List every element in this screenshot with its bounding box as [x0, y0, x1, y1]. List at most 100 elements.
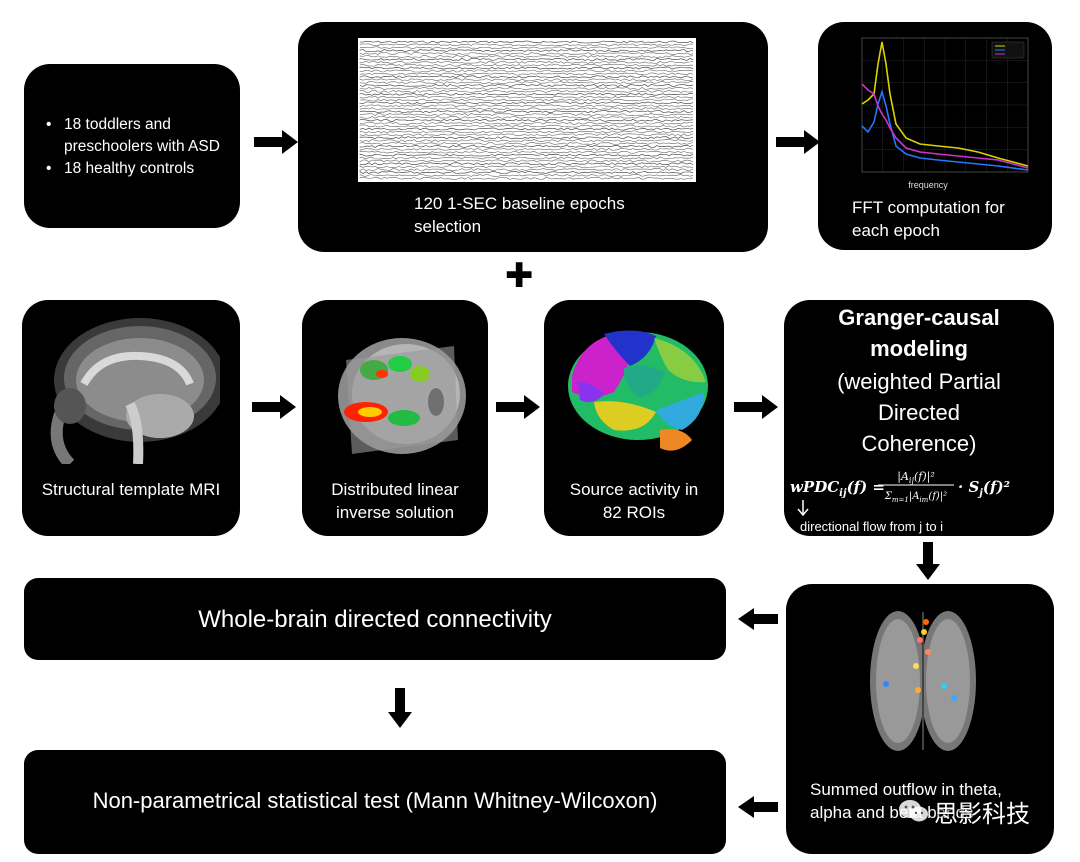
cohort-item-controls: 18 healthy controls	[38, 158, 238, 180]
eeg-trace	[359, 66, 694, 70]
fft-series-blue	[861, 89, 1029, 171]
arrow-right-icon	[734, 395, 778, 419]
eeg-trace	[359, 171, 694, 174]
plus-icon: ✚	[505, 257, 534, 295]
eeg-trace	[359, 52, 694, 56]
arrow-left-icon	[738, 608, 778, 630]
fft-box: frequency FFT computation for each epoch	[818, 22, 1052, 250]
cohort-item-asd: 18 toddlers and preschoolers with ASD	[38, 114, 238, 158]
eeg-trace	[359, 69, 694, 73]
eeg-trace	[359, 101, 694, 105]
cohort-list: 18 toddlers and preschoolers with ASD 18…	[38, 114, 238, 180]
eeg-trace	[359, 40, 694, 44]
eeg-trace	[359, 60, 694, 64]
eeg-trace	[359, 110, 694, 114]
eeg-trace	[359, 159, 694, 163]
directional-flow-note: directional flow from j to i	[800, 519, 944, 534]
stats-box: Non-parametrical statistical test (Mann …	[24, 750, 726, 854]
eeg-trace	[359, 86, 694, 90]
cohort-box: 18 toddlers and preschoolers with ASD 18…	[24, 64, 240, 228]
eeg-trace	[359, 130, 694, 134]
wechat-watermark: 思影科技	[898, 793, 1030, 829]
eeg-trace	[359, 78, 694, 82]
eeg-trace	[359, 173, 694, 177]
wechat-logo-icon	[899, 800, 928, 822]
eeg-trace	[359, 156, 694, 160]
eeg-trace	[359, 89, 694, 93]
eeg-trace	[359, 147, 694, 151]
eeg-trace	[359, 57, 694, 61]
mri-box: Structural template MRI	[22, 300, 240, 536]
fft-series-yellow	[861, 41, 1029, 167]
epochs-caption: 120 1-SEC baseline epochs selection	[414, 194, 625, 236]
wpdc-formula: wPDCij(f) = |Aij(f)|² Σm=1|Aim(f)|² · Sj…	[790, 470, 1011, 504]
epochs-box: 120 1-SEC baseline epochs selection	[298, 22, 768, 252]
arrow-right-icon	[776, 130, 820, 154]
inverse-solution-image	[338, 338, 466, 454]
roi-brain-image	[568, 330, 708, 451]
eeg-trace	[359, 136, 694, 140]
eeg-trace	[359, 118, 694, 122]
eeg-trace	[359, 176, 694, 180]
arrow-right-icon	[496, 395, 540, 419]
eeg-trace	[359, 124, 694, 128]
source-box: Source activity in 82 ROIs	[544, 300, 724, 536]
fft-xaxis-label: frequency	[908, 180, 948, 190]
eeg-trace	[359, 162, 694, 166]
arrow-down-icon	[388, 688, 412, 728]
eeg-trace	[359, 49, 694, 53]
eeg-trace	[359, 72, 694, 76]
eeg-trace	[359, 142, 694, 145]
eeg-trace	[359, 121, 694, 125]
fft-series-magenta	[861, 83, 1029, 169]
eeg-trace	[359, 139, 694, 143]
eeg-trace	[359, 95, 694, 99]
eeg-trace	[359, 46, 694, 50]
eeg-trace	[359, 127, 694, 131]
eeg-trace	[359, 165, 694, 169]
svg-text:· Sj(f)²: · Sj(f)²	[958, 478, 1011, 499]
arrow-right-icon	[252, 395, 296, 419]
eeg-trace	[359, 133, 694, 137]
eeg-trace	[359, 81, 694, 85]
eeg-trace	[359, 43, 694, 47]
eeg-trace	[359, 115, 694, 119]
svg-text:Σm=1|Aim(f)|²: Σm=1|Aim(f)|²	[884, 491, 947, 504]
granger-title: Granger-causal modeling	[838, 305, 1000, 361]
eeg-trace	[359, 84, 694, 87]
eeg-trace	[359, 107, 694, 111]
arrow-down-small-icon	[797, 500, 809, 517]
granger-box	[784, 300, 1054, 536]
eeg-trace	[359, 75, 694, 79]
eeg-trace	[359, 150, 693, 154]
eeg-trace	[359, 92, 694, 96]
inverse-box: Distributed linear inverse solution	[302, 300, 488, 536]
svg-text:wPDCij(f) =: wPDCij(f) =	[790, 478, 885, 499]
svg-text:|Aij(f)|²: |Aij(f)|²	[897, 470, 934, 485]
granger-subtitle: (weighted Partial Directed Coherence)	[837, 369, 1001, 456]
eeg-trace	[359, 144, 694, 148]
mri-caption: Structural template MRI	[41, 480, 221, 499]
inverse-caption: Distributed linear inverse solution	[331, 480, 459, 522]
eeg-trace	[359, 63, 694, 67]
arrow-right-icon	[254, 130, 298, 154]
connectivity-label: Whole-brain directed connectivity	[198, 606, 552, 633]
outflow-brain-image	[870, 611, 976, 751]
eeg-trace	[359, 55, 694, 58]
eeg-traces-image	[358, 38, 696, 182]
arrow-left-icon	[738, 796, 778, 818]
watermark-text: 思影科技	[934, 799, 1030, 828]
fft-spectrum-plot: frequency	[848, 34, 1032, 198]
eeg-trace	[359, 153, 694, 157]
arrow-down-icon	[916, 542, 940, 580]
eeg-trace	[359, 113, 693, 116]
eeg-trace	[359, 168, 694, 172]
eeg-trace	[359, 104, 694, 108]
outflow-caption: Summed outflow in theta, alpha and beta …	[810, 780, 1002, 822]
mri-sagittal-image	[40, 314, 220, 464]
connectivity-box: Whole-brain directed connectivity	[24, 578, 726, 660]
eeg-trace	[359, 98, 694, 102]
fft-caption: FFT computation for each epoch	[852, 198, 1005, 240]
stats-label: Non-parametrical statistical test (Mann …	[92, 788, 658, 813]
source-caption: Source activity in 82 ROIs	[569, 480, 699, 522]
